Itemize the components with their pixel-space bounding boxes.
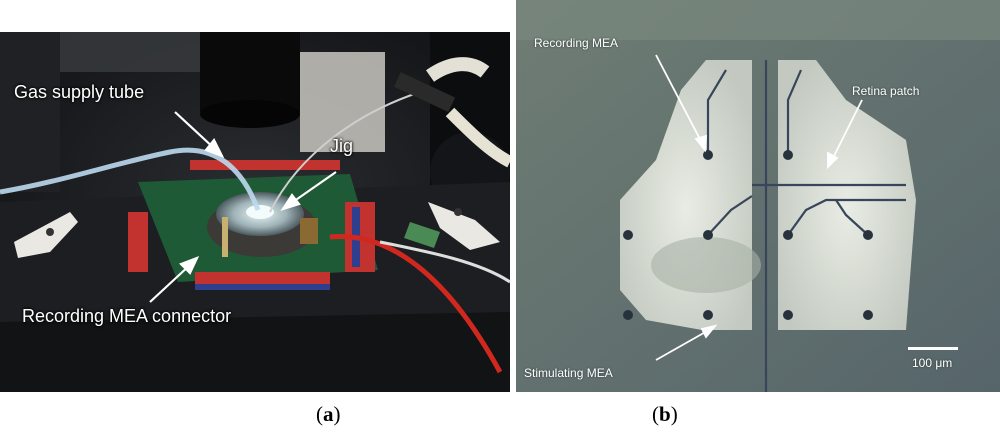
label-retina-patch: Retina patch	[852, 84, 920, 98]
label-gas-supply-tube: Gas supply tube	[14, 82, 145, 102]
left-clamp	[14, 212, 78, 258]
retina-patch-right	[778, 60, 916, 330]
caption-b: (b)	[652, 402, 678, 426]
scale-bar-label: 100 μm	[912, 356, 953, 370]
micrograph-panel-b: Recording MEA Retina patch Stimulating M…	[516, 0, 1000, 392]
white-bracket	[300, 52, 385, 152]
label-stimulating-mea: Stimulating MEA	[524, 366, 613, 380]
label-recording-mea: Recording MEA	[534, 36, 619, 50]
retina-micrograph	[516, 0, 1000, 392]
electrodes	[623, 150, 873, 320]
label-recording-mea-connector: Recording MEA connector	[22, 306, 232, 326]
photo-panel-a: Gas supply tube Jig Recording MEA connec…	[0, 32, 510, 392]
gas-tube	[0, 147, 261, 211]
annotation-arrows	[149, 111, 337, 303]
mea-setup-photo	[0, 32, 510, 392]
scale-bar	[908, 347, 958, 350]
label-jig: Jig	[330, 136, 354, 156]
right-clamp	[428, 202, 500, 250]
red-wire	[329, 233, 503, 374]
electrode-traces	[706, 60, 906, 392]
microscope-objective	[200, 32, 300, 112]
annotation-arrows-b	[655, 54, 863, 361]
caption-a: (a)	[316, 402, 341, 426]
